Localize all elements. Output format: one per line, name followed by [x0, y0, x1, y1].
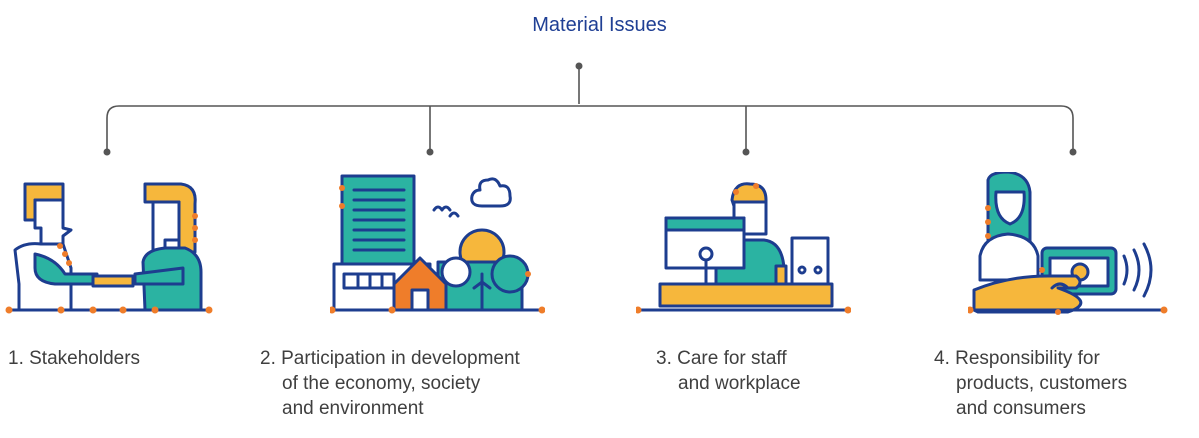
city-nature-icon	[330, 174, 545, 314]
page-title: Material Issues	[532, 14, 667, 36]
handshake-icon	[5, 182, 213, 314]
issue-label-stakeholders: 1. Stakeholders	[8, 348, 141, 369]
connector-tree	[103, 62, 1077, 156]
contactless-payment-icon	[968, 172, 1168, 315]
issue-label-staff-care: 3. Care for staff and workplace	[656, 348, 801, 394]
issue-label-participation: 2. Participation in development of the e…	[260, 348, 520, 419]
office-worker-icon	[636, 182, 851, 314]
issue-label-responsibility: 4. Responsibility for products, customer…	[934, 348, 1128, 419]
